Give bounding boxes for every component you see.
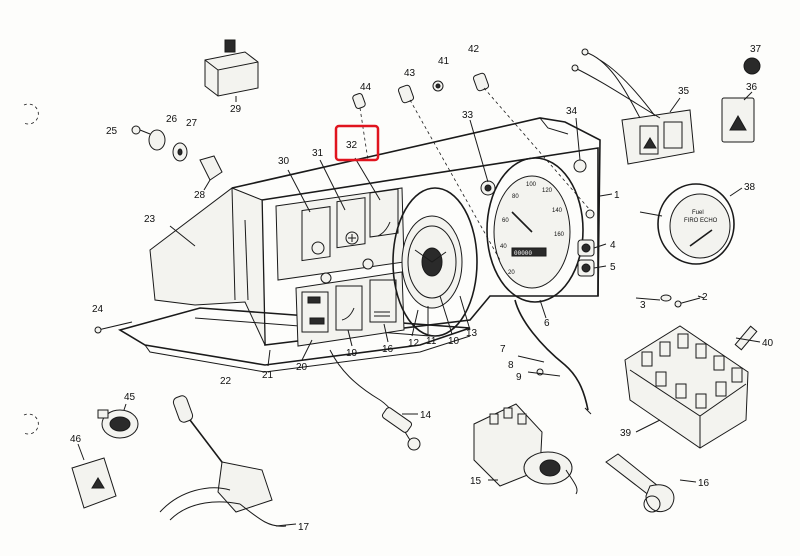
callout-19: 19 — [346, 348, 358, 359]
callout-27: 27 — [186, 118, 198, 129]
part-38-fuel-gauge: Fuel FIRO ECHO — [639, 183, 735, 265]
callout-32: 32 — [346, 140, 358, 151]
callout-45: 45 — [124, 392, 136, 403]
odometer-reading: 00000 — [514, 250, 532, 257]
center-gauge — [392, 187, 478, 337]
fuel-gauge-brand: FIRO ECHO — [684, 218, 718, 224]
parts-8-9-screws — [517, 355, 561, 377]
part-28-knob — [199, 155, 223, 181]
callout-28: 28 — [194, 190, 206, 201]
callout-41: 41 — [438, 56, 450, 67]
binder-holes — [23, 103, 39, 435]
part-15-ignition-switch — [473, 403, 578, 495]
speedo-tick-120: 120 — [542, 188, 553, 194]
fuse-terminals — [641, 333, 743, 409]
part-16-ignition-key — [605, 453, 675, 513]
part-17-indicator-stalk — [159, 395, 287, 527]
parts-25-27-washers — [131, 125, 188, 162]
speedo-tick-60: 60 — [502, 218, 509, 224]
callout-39: 39 — [620, 428, 632, 439]
part-14-choke-cable — [329, 349, 421, 451]
callout-11: 11 — [426, 336, 437, 347]
speedo-tick-80: 80 — [512, 194, 519, 200]
callout-7: 7 — [500, 344, 506, 355]
callout-16-key: 16 — [698, 478, 710, 489]
callout-31: 31 — [312, 148, 324, 159]
callout-12: 12 — [408, 338, 420, 349]
callout-30: 30 — [278, 156, 290, 167]
part-35-switch-assembly — [571, 48, 695, 165]
callout-24: 24 — [92, 304, 104, 315]
callout-22: 22 — [220, 376, 232, 387]
speedo-tick-160: 160 — [554, 232, 565, 238]
fuel-gauge-label: Fuel — [692, 210, 704, 216]
callout-16: 16 — [382, 344, 394, 355]
upper-switch-panel — [275, 187, 405, 284]
leader-lines — [77, 91, 761, 527]
speedo-tick-100: 100 — [526, 182, 537, 188]
callout-4: 4 — [610, 240, 616, 251]
part-39-fuse-box — [624, 325, 749, 449]
callout-46: 46 — [70, 434, 82, 445]
part-37-cap — [743, 57, 761, 75]
callout-2: 2 — [702, 292, 708, 303]
callout-20: 20 — [296, 362, 308, 373]
callout-14: 14 — [420, 410, 432, 421]
callout-33: 33 — [462, 110, 474, 121]
part-45-socket — [97, 409, 139, 439]
callout-25: 25 — [106, 126, 118, 137]
callout-3: 3 — [640, 300, 646, 311]
lower-switch-panel — [295, 271, 405, 347]
callout-6: 6 — [544, 318, 550, 329]
callout-10: 10 — [448, 336, 460, 347]
callout-35: 35 — [678, 86, 690, 97]
callout-8: 8 — [508, 360, 514, 371]
speedo-tick-140: 140 — [552, 208, 563, 214]
callout-36: 36 — [746, 82, 758, 93]
part-29-connector-block — [204, 39, 259, 97]
bulbs-41-44 — [352, 72, 591, 261]
speedo-tick-40: 40 — [500, 244, 507, 250]
callout-29: 29 — [230, 104, 242, 115]
callout-9: 9 — [516, 372, 522, 383]
callout-34: 34 — [566, 106, 578, 117]
callout-1: 1 — [614, 190, 620, 201]
callout-labels: 1 2 3 4 5 6 7 8 9 10 11 12 13 14 15 16 1… — [70, 44, 774, 533]
callout-43: 43 — [404, 68, 416, 79]
callout-40: 40 — [762, 338, 774, 349]
callout-23: 23 — [144, 214, 156, 225]
part-36-rocker-switch — [721, 97, 755, 143]
speedometer-cable — [514, 299, 592, 415]
callout-38: 38 — [744, 182, 756, 193]
callout-17: 17 — [298, 522, 310, 533]
callout-42: 42 — [468, 44, 480, 55]
callout-21: 21 — [262, 370, 274, 381]
dashboard-housing — [94, 117, 601, 373]
part-46-rocker-switch — [71, 457, 117, 509]
callout-44: 44 — [360, 82, 372, 93]
parts-2-3-screws — [660, 294, 701, 308]
callout-5: 5 — [610, 262, 616, 273]
highlight-box-callout-32 — [334, 124, 380, 162]
callout-15: 15 — [470, 476, 482, 487]
speedo-tick-20: 20 — [508, 270, 515, 276]
callout-26: 26 — [166, 114, 178, 125]
callout-37: 37 — [750, 44, 762, 55]
speedometer: 00000 20 40 60 80 100 120 140 160 — [486, 157, 584, 303]
callout-13: 13 — [466, 328, 478, 339]
